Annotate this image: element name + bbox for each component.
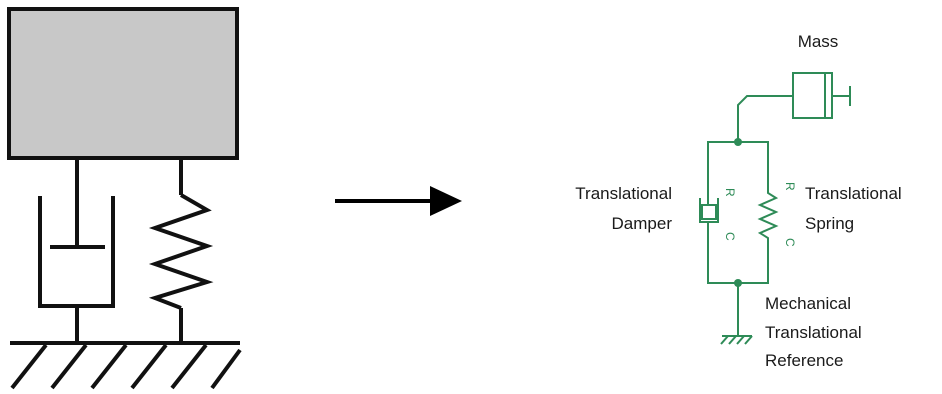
spring-port-r: R xyxy=(783,182,797,191)
spring-port-c: C xyxy=(783,238,797,247)
damper-port-r: R xyxy=(723,188,737,197)
mass-block-icon xyxy=(792,72,851,119)
spring-symbol xyxy=(148,158,214,343)
mass-label: Mass xyxy=(798,32,839,51)
physical-schematic xyxy=(7,7,242,390)
top-connection-wire xyxy=(737,95,793,142)
reference-label-line1: Mechanical xyxy=(765,294,851,313)
junction-dot-top xyxy=(734,138,742,146)
damper-symbol xyxy=(38,158,115,343)
right-arrow-icon xyxy=(335,186,462,216)
spring-label-line2: Spring xyxy=(805,214,854,233)
reference-label-line3: Reference xyxy=(765,351,843,370)
damper-label-line1: Translational xyxy=(575,184,672,203)
bottom-branch-wire xyxy=(707,232,769,284)
ground-symbol xyxy=(10,341,242,390)
mass-block xyxy=(7,7,239,160)
damper-block-icon xyxy=(699,198,719,232)
damper-label-line2: Damper xyxy=(612,214,673,233)
reference-label-line2: Translational xyxy=(765,323,862,342)
top-branch-wire xyxy=(707,141,769,200)
damper-port-c: C xyxy=(723,232,737,241)
junction-dot-bottom xyxy=(734,279,742,287)
spring-label-line1: Translational xyxy=(805,184,902,203)
reference-block-icon xyxy=(720,335,753,345)
spring-block-icon xyxy=(757,182,779,246)
